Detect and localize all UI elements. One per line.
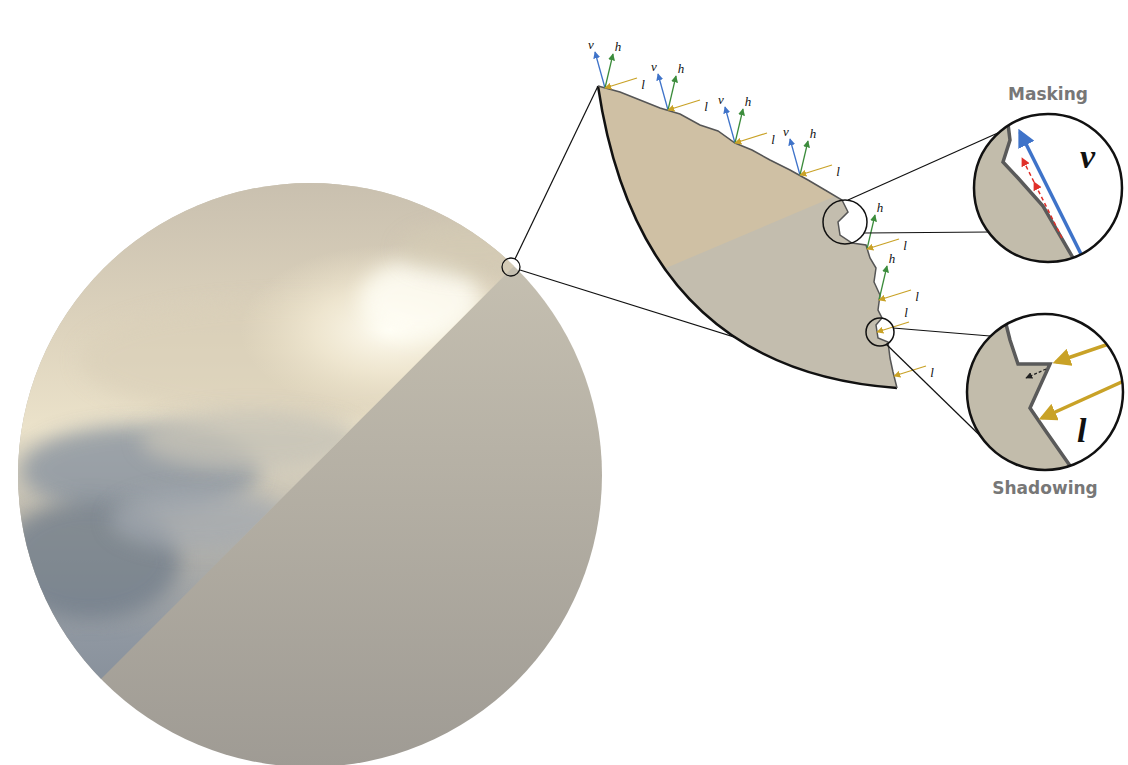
vector-label: v bbox=[651, 60, 657, 73]
vector-label: h bbox=[745, 95, 752, 108]
vector-label: h bbox=[678, 62, 685, 75]
facet-arrow bbox=[800, 165, 832, 175]
shadowed-ray bbox=[1026, 369, 1046, 378]
vector-label: h bbox=[810, 127, 817, 140]
facet-arrow bbox=[800, 141, 808, 175]
patch-fill bbox=[598, 86, 897, 388]
cloud bbox=[110, 490, 290, 550]
vector-label: v bbox=[783, 125, 789, 138]
vector-symbol: v bbox=[1080, 140, 1095, 174]
inset-heading: Masking bbox=[1008, 86, 1088, 103]
magnifier-ring bbox=[974, 114, 1122, 262]
facet-arrow bbox=[668, 100, 700, 110]
vector-label: h bbox=[877, 201, 884, 214]
surface-patch bbox=[598, 86, 897, 388]
vector-label: l bbox=[704, 100, 708, 113]
facet-arrow bbox=[605, 78, 637, 88]
sky-half bbox=[0, 183, 602, 765]
vector-label: l bbox=[915, 290, 919, 303]
plain-half bbox=[18, 183, 602, 765]
facet-arrow bbox=[879, 266, 887, 300]
view-arrow bbox=[1020, 132, 1088, 268]
inset-surface-edge bbox=[1000, 300, 1080, 480]
facet-arrow bbox=[879, 290, 911, 300]
inset-surface bbox=[950, 300, 1080, 480]
magnifier-ring bbox=[967, 314, 1123, 470]
facet-arrow bbox=[668, 76, 676, 110]
vector-label: h bbox=[615, 40, 622, 53]
vector-label: l bbox=[836, 165, 840, 178]
facet-arrow bbox=[735, 133, 767, 143]
magnifier-outline bbox=[967, 314, 1123, 470]
magnifier-circle: Maskingv bbox=[974, 114, 1122, 262]
facet-arrow bbox=[867, 239, 899, 249]
vector-label: l bbox=[641, 78, 645, 91]
vector-label: v bbox=[718, 93, 724, 106]
vector-symbol: l bbox=[1077, 414, 1086, 448]
facet-arrow bbox=[605, 54, 613, 88]
magnifier-outline bbox=[974, 114, 1122, 262]
patch-arc bbox=[598, 86, 897, 388]
vector-label: l bbox=[904, 306, 908, 319]
vector-label: l bbox=[930, 366, 934, 379]
rough-surface bbox=[598, 86, 897, 388]
leader-line bbox=[893, 328, 990, 336]
facet-arrow bbox=[735, 109, 743, 143]
vector-label: v bbox=[588, 38, 594, 51]
facet-arrow bbox=[595, 52, 605, 88]
zoom-line bbox=[515, 86, 598, 259]
zoom-circle bbox=[823, 200, 867, 244]
facet-arrow bbox=[725, 107, 735, 143]
facet-arrows bbox=[595, 52, 926, 376]
leader-line bbox=[864, 232, 990, 233]
masking-inset bbox=[940, 100, 1122, 270]
sphere bbox=[0, 183, 602, 765]
zoom-circle bbox=[866, 318, 894, 346]
shadowing-inset bbox=[950, 300, 1126, 480]
blocked-ray bbox=[1022, 158, 1034, 182]
facet-arrow bbox=[867, 215, 875, 249]
zoom-circle bbox=[502, 258, 520, 276]
light-arrow bbox=[1042, 380, 1126, 418]
facet-arrow bbox=[790, 139, 800, 175]
magnifier-circle: lShadowing bbox=[967, 314, 1123, 470]
vector-label: l bbox=[903, 239, 907, 252]
inset-surface-edge bbox=[1003, 100, 1080, 270]
sky-ground bbox=[18, 183, 602, 765]
cloud bbox=[140, 410, 360, 470]
inset-heading: Shadowing bbox=[992, 480, 1097, 497]
vector-label: l bbox=[771, 133, 775, 146]
patch-fill bbox=[598, 86, 897, 388]
vector-label: h bbox=[889, 252, 896, 265]
facet-arrow bbox=[658, 74, 668, 110]
